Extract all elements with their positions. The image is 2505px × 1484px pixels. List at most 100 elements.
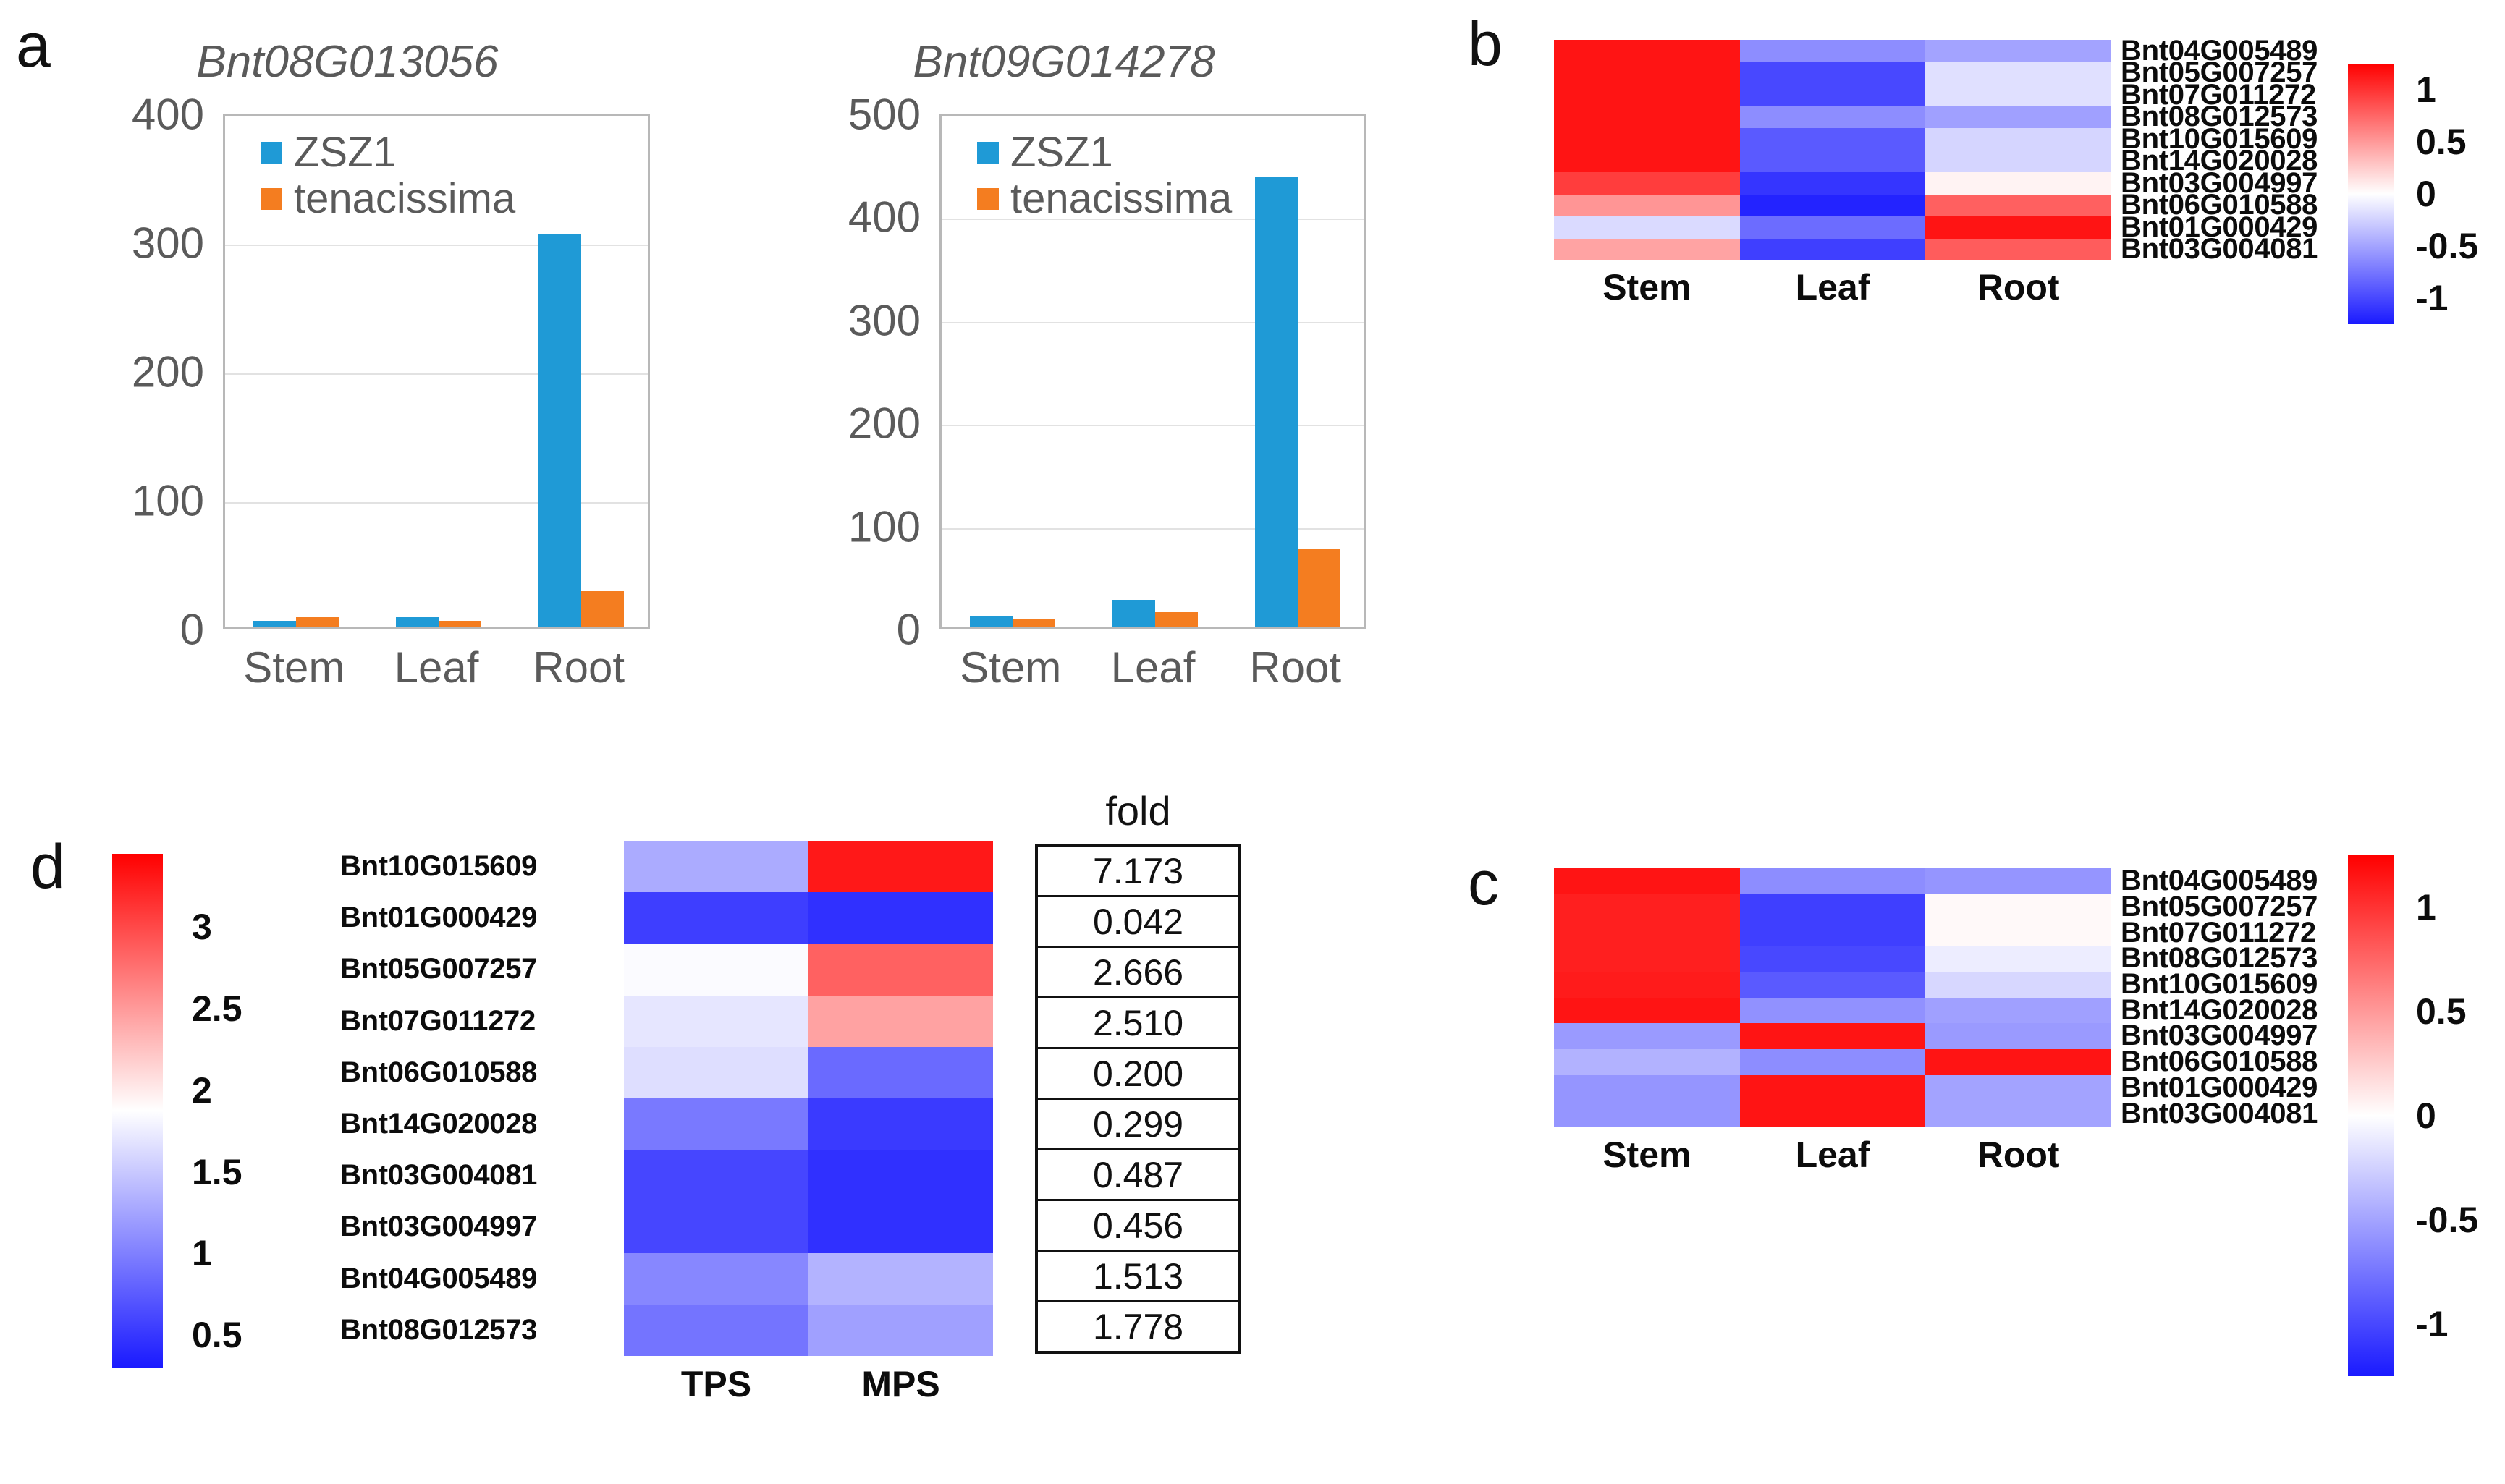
heatmap-cell bbox=[624, 1201, 808, 1253]
heatmap-cell bbox=[624, 1252, 808, 1305]
legend-item-tenacissima: tenacissima bbox=[261, 178, 515, 220]
heatmap-cell bbox=[1925, 920, 2111, 946]
heatmap-cell bbox=[1739, 1023, 1926, 1049]
heatmap-cell bbox=[1554, 971, 1740, 998]
heatmap-cell bbox=[808, 1150, 993, 1202]
heatmap-row-label: Bnt03G004997 bbox=[2121, 166, 2318, 199]
fold-table-cell: 0.299 bbox=[1038, 1100, 1238, 1150]
heatmap-cell bbox=[1925, 1023, 2111, 1049]
heatmap-cell bbox=[1739, 1074, 1926, 1101]
heatmap-cell bbox=[808, 1046, 993, 1098]
heatmap-cell bbox=[1554, 1101, 1740, 1127]
heatmap-cell bbox=[808, 1098, 993, 1150]
heatmap-row-label: Bnt08G012573 bbox=[2121, 942, 2318, 975]
colorbar-tick: 1.5 bbox=[192, 1151, 242, 1192]
heatmap-row-label: Bnt05G007257 bbox=[340, 953, 538, 985]
heatmap-cell bbox=[1739, 920, 1926, 946]
heatmap-row-label: Bnt04G005489 bbox=[2121, 865, 2318, 897]
bar-chart-1-title: Bnt08G013056 bbox=[196, 37, 499, 87]
x-axis-tick-stem: Stem bbox=[243, 643, 345, 692]
heatmap-col-label: Stem bbox=[1602, 267, 1691, 308]
heatmap-cell bbox=[1554, 172, 1740, 195]
heatmap-col-label: MPS bbox=[861, 1364, 940, 1404]
colorbar-tick: 0 bbox=[2416, 174, 2436, 214]
x-axis-tick-root: Root bbox=[533, 643, 625, 692]
bar-stem-zsz1 bbox=[970, 616, 1013, 627]
fold-table-cell: 7.173 bbox=[1038, 847, 1238, 897]
heatmap-col-label: Leaf bbox=[1795, 267, 1870, 308]
heatmap-row-label: Bnt07G011272 bbox=[340, 1004, 536, 1037]
fold-table-cell: 1.513 bbox=[1038, 1252, 1238, 1302]
heatmap-cell bbox=[1554, 920, 1740, 946]
heatmap-cell bbox=[624, 1098, 808, 1150]
heatmap-cell bbox=[1925, 894, 2111, 920]
heatmap-cell bbox=[624, 1046, 808, 1098]
heatmap-cell bbox=[808, 995, 993, 1047]
heatmap-cell bbox=[1554, 84, 1740, 106]
y-axis-tick-200: 200 bbox=[848, 399, 921, 448]
heatmap-cell bbox=[1739, 62, 1926, 84]
heatmap-cell bbox=[1925, 62, 2111, 84]
legend-swatch-tenacissima bbox=[977, 188, 999, 210]
gridline bbox=[225, 373, 648, 375]
heatmap-row-label: Bnt06G010588 bbox=[340, 1056, 538, 1088]
heatmap-row-label: Bnt08G012573 bbox=[340, 1313, 538, 1346]
bar-leaf-tenacissima bbox=[1155, 611, 1198, 627]
heatmap-cell bbox=[1925, 238, 2111, 260]
heatmap-cell bbox=[1925, 216, 2111, 239]
y-axis-tick-100: 100 bbox=[848, 502, 921, 551]
heatmap-cell bbox=[1554, 1074, 1740, 1101]
bar-stem-zsz1 bbox=[253, 621, 297, 627]
heatmap-cell bbox=[1925, 971, 2111, 998]
y-axis-tick-100: 100 bbox=[131, 476, 204, 525]
heatmap-cell bbox=[1739, 1048, 1926, 1075]
heatmap-cell bbox=[1739, 894, 1926, 920]
colorbar-tick: 2 bbox=[192, 1069, 212, 1111]
colorbar-tick: 0.5 bbox=[2416, 991, 2467, 1032]
legend-label-tenacissima: tenacissima bbox=[1010, 175, 1233, 222]
bar-leaf-zsz1 bbox=[1112, 599, 1155, 627]
heatmap-row-label: Bnt14G020028 bbox=[2121, 145, 2318, 177]
colorbar-tick: -1 bbox=[2416, 1304, 2449, 1344]
panel-label-c: c bbox=[1468, 849, 1499, 918]
bar-root-zsz1 bbox=[538, 234, 581, 627]
y-axis-tick-0: 0 bbox=[896, 605, 921, 654]
heatmap-cell bbox=[1554, 1048, 1740, 1075]
heatmap-cell bbox=[1739, 150, 1926, 172]
y-axis-tick-0: 0 bbox=[179, 605, 204, 654]
heatmap-cell bbox=[1739, 997, 1926, 1024]
colorbar-tick: 1 bbox=[2416, 887, 2436, 928]
heatmap-cell bbox=[1554, 868, 1740, 894]
heatmap-cell bbox=[1554, 128, 1740, 150]
heatmap-col-label: Leaf bbox=[1795, 1135, 1870, 1175]
gridline bbox=[225, 502, 648, 504]
chart1-plot-area bbox=[223, 114, 650, 629]
heatmap-row-label: Bnt14G020028 bbox=[340, 1108, 538, 1140]
heatmap-cell bbox=[808, 1252, 993, 1305]
y-axis-tick-300: 300 bbox=[848, 296, 921, 345]
heatmap-col-label: Stem bbox=[1602, 1135, 1691, 1175]
heatmap-row-label: Bnt01G000429 bbox=[2121, 1071, 2318, 1103]
heatmap-cell bbox=[1925, 1048, 2111, 1075]
gridline bbox=[942, 321, 1364, 323]
heatmap-cell bbox=[1925, 84, 2111, 106]
bar-leaf-zsz1 bbox=[396, 616, 439, 627]
colorbar-tick: -1 bbox=[2416, 278, 2449, 318]
panel-label-a: a bbox=[16, 11, 51, 80]
heatmap-row-label: Bnt05G007257 bbox=[2121, 56, 2318, 89]
colorbar-tick: 2.5 bbox=[192, 988, 242, 1030]
heatmap-row-label: Bnt06G010588 bbox=[2121, 189, 2318, 221]
hm-c-root-colorbar bbox=[2348, 855, 2394, 1376]
x-axis-tick-root: Root bbox=[1249, 643, 1342, 692]
heatmap-cell bbox=[1739, 194, 1926, 216]
x-axis-tick-leaf: Leaf bbox=[394, 643, 479, 692]
legend-swatch-tenacissima bbox=[261, 188, 282, 210]
heatmap-cell bbox=[808, 1201, 993, 1253]
heatmap-cell bbox=[1739, 172, 1926, 195]
